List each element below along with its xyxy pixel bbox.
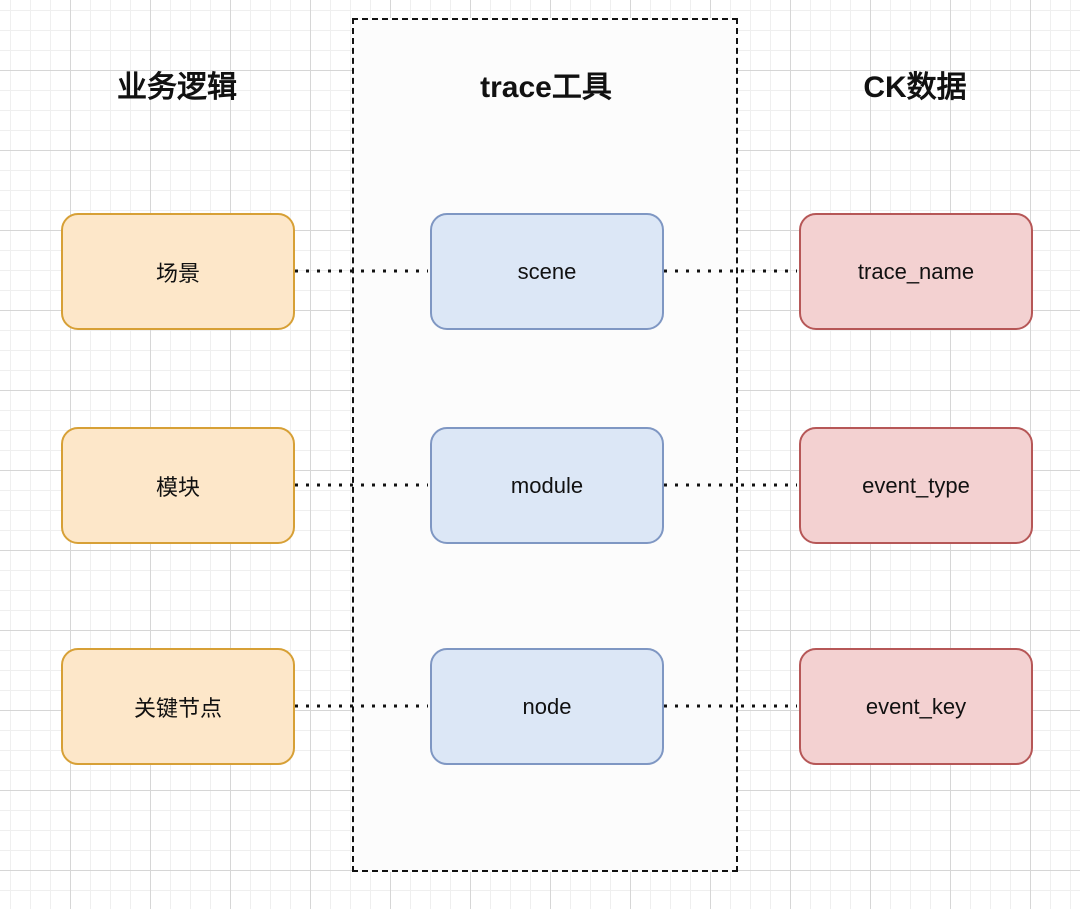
- business-node-module[interactable]: 模块: [61, 427, 295, 544]
- ck-node-event-type[interactable]: event_type: [799, 427, 1033, 544]
- business-node-label: 场景: [155, 260, 200, 286]
- trace-node-scene[interactable]: scene: [430, 213, 664, 330]
- trace-node-label: node: [522, 693, 572, 719]
- trace-node-module[interactable]: module: [430, 427, 664, 544]
- business-logic-title: 业务逻辑: [117, 71, 237, 104]
- ck-data-title: CK数据: [863, 71, 967, 104]
- trace-node-node[interactable]: node: [430, 648, 664, 765]
- ck-node-trace-name[interactable]: trace_name: [799, 213, 1033, 330]
- ck-node-label: event_key: [865, 693, 967, 719]
- trace-node-label: module: [510, 472, 584, 498]
- ck-node-event-key[interactable]: event_key: [799, 648, 1033, 765]
- ck-node-label: event_type: [862, 472, 970, 498]
- trace-node-label: scene: [517, 258, 577, 284]
- business-node-key-node[interactable]: 关键节点: [61, 648, 295, 765]
- ck-node-label: trace_name: [857, 258, 975, 284]
- business-node-scenario[interactable]: 场景: [61, 213, 295, 330]
- trace-tool-title: trace工具: [480, 71, 612, 104]
- business-node-label: 关键节点: [133, 695, 222, 721]
- business-node-label: 模块: [155, 474, 200, 500]
